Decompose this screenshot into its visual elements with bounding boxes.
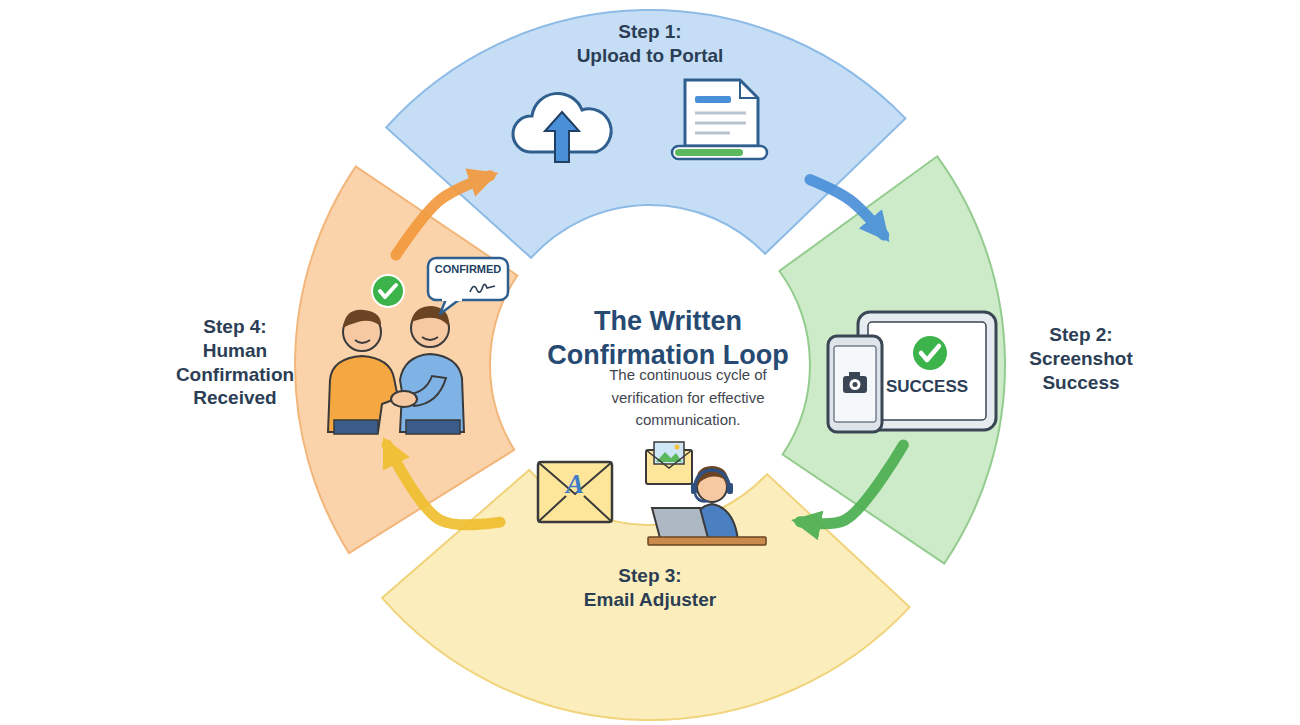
step-text-group: Step 2:Screenshot Success [1012,323,1150,394]
support-agent-figure [695,494,708,501]
support-agent-figure [727,483,733,494]
cycle-arrow [810,180,884,235]
step-description: Screenshot Success [1012,347,1150,395]
progress-bar [672,146,767,159]
email-envelope-icon [538,462,612,522]
support-agent-figure [652,508,708,538]
step-text-group: Step 1:Upload to Portal [490,20,810,68]
step-heading: Step 4: [165,315,305,339]
cycle-arrow [800,445,903,524]
ring-segment [779,156,1005,563]
document-icon [695,132,730,135]
support-agent-figure [695,470,729,487]
icon-label: SUCCESS [868,377,986,397]
progress-bar [675,149,743,156]
phone-camera-icon [834,346,876,422]
phone-camera-icon [853,382,858,387]
handshake-figures [355,340,370,343]
document-icon [695,122,746,125]
document-icon [695,112,746,115]
handshake-figures [391,391,417,407]
handshake-figures [343,310,381,328]
support-agent-figure [691,483,697,494]
phone-camera-icon [843,376,867,393]
document-icon [685,80,758,146]
tablet-icon [921,346,939,360]
support-agent-figure [648,537,766,545]
step-text-group: Step 3:Email Adjuster [500,564,800,612]
step-node: Step 1:Upload to Portal [490,8,810,188]
step-node: Step 2:Screenshot Success [820,235,1150,445]
diagram-title: The Written Confirmation Loop [518,305,818,373]
handshake-figures [334,420,378,434]
progress-bar [672,146,767,159]
ring-segment [386,10,905,258]
speech-bubble [440,299,460,314]
step-node: Step 4:Human Confirmation Received [160,255,480,445]
step-node: Step 3:Email Adjuster [500,440,800,615]
document-icon [695,96,731,103]
cycle-arrow [387,445,500,525]
diagram-caption: The continuous cycle of verification for… [578,364,798,432]
check-badge [380,285,396,297]
email-envelope-icon [538,462,612,522]
ring-segment [295,167,517,554]
phone-camera-icon [828,336,882,432]
step-description: Email Adjuster [500,588,800,612]
image-envelope-icon [646,450,692,468]
step-description: Human Confirmation Received [165,339,305,410]
tablet-icon [913,336,947,370]
step-text-group: Step 4:Human Confirmation Received [165,315,305,410]
upload-cloud-icon [513,93,611,162]
email-envelope-icon [538,462,612,522]
ring-segment [295,10,1005,720]
step-description: Upload to Portal [490,44,810,68]
tablet-icon [868,322,986,420]
handshake-figures [406,420,460,434]
icon-label: A [555,469,595,500]
speech-bubble [470,284,495,292]
image-envelope-icon [675,445,680,450]
handshake-figures [422,337,438,340]
handshake-figures [328,306,464,434]
icon-label: CONFIRMED [428,263,508,275]
speech-bubble [442,297,462,301]
ring-segment [382,470,910,720]
support-agent-figure [648,466,766,545]
check-badge [372,275,404,307]
upload-cloud-icon [545,112,579,162]
step-heading: Step 3: [500,564,800,588]
phone-camera-icon [828,336,882,432]
check-badge [372,275,404,307]
support-agent-figure [696,466,730,492]
speech-bubble [428,258,508,314]
step-heading: Step 2: [1012,323,1150,347]
cycle-arrow [396,176,490,255]
image-envelope-icon [646,442,692,484]
speech-bubble [428,258,508,300]
step-heading: Step 1: [490,20,810,44]
document-icon [740,80,758,98]
document-icon [685,80,758,146]
phone-camera-icon [850,379,861,390]
